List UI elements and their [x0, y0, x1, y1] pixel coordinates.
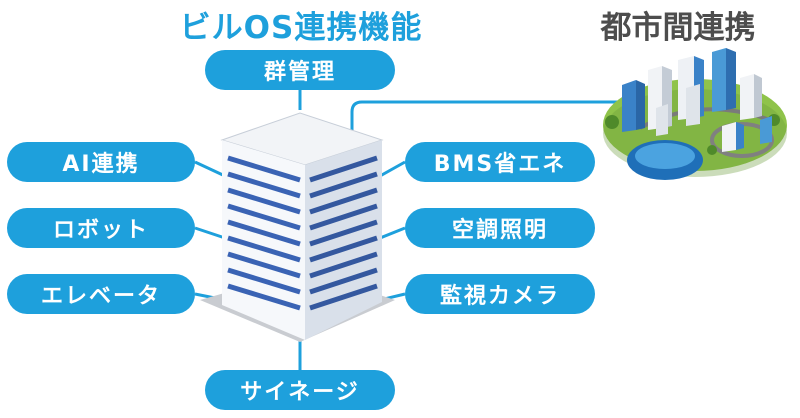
function-signage: サイネージ — [205, 370, 395, 410]
function-group-management: 群管理 — [205, 50, 395, 90]
connector-left-2 — [194, 226, 226, 240]
function-robot: ロボット — [7, 208, 195, 248]
connector-right-2 — [379, 226, 406, 240]
connector-lines — [194, 90, 618, 370]
city-island-icon — [603, 48, 787, 180]
function-surveillance-camera: 監視カメラ — [405, 274, 595, 314]
function-ai-link: AI連携 — [7, 142, 195, 182]
connector-left-1 — [194, 160, 226, 178]
function-bms-energy-saving: BMS省エネ — [405, 142, 595, 182]
connector-right-1 — [379, 160, 406, 178]
connector-city — [350, 100, 618, 135]
office-building-icon — [200, 112, 395, 342]
page-title: ビルOS連携機能 — [179, 10, 423, 46]
city-link-label: 都市間連携 — [600, 10, 756, 46]
function-elevator: エレベータ — [7, 274, 195, 314]
function-hvac-lighting: 空調照明 — [405, 208, 595, 248]
